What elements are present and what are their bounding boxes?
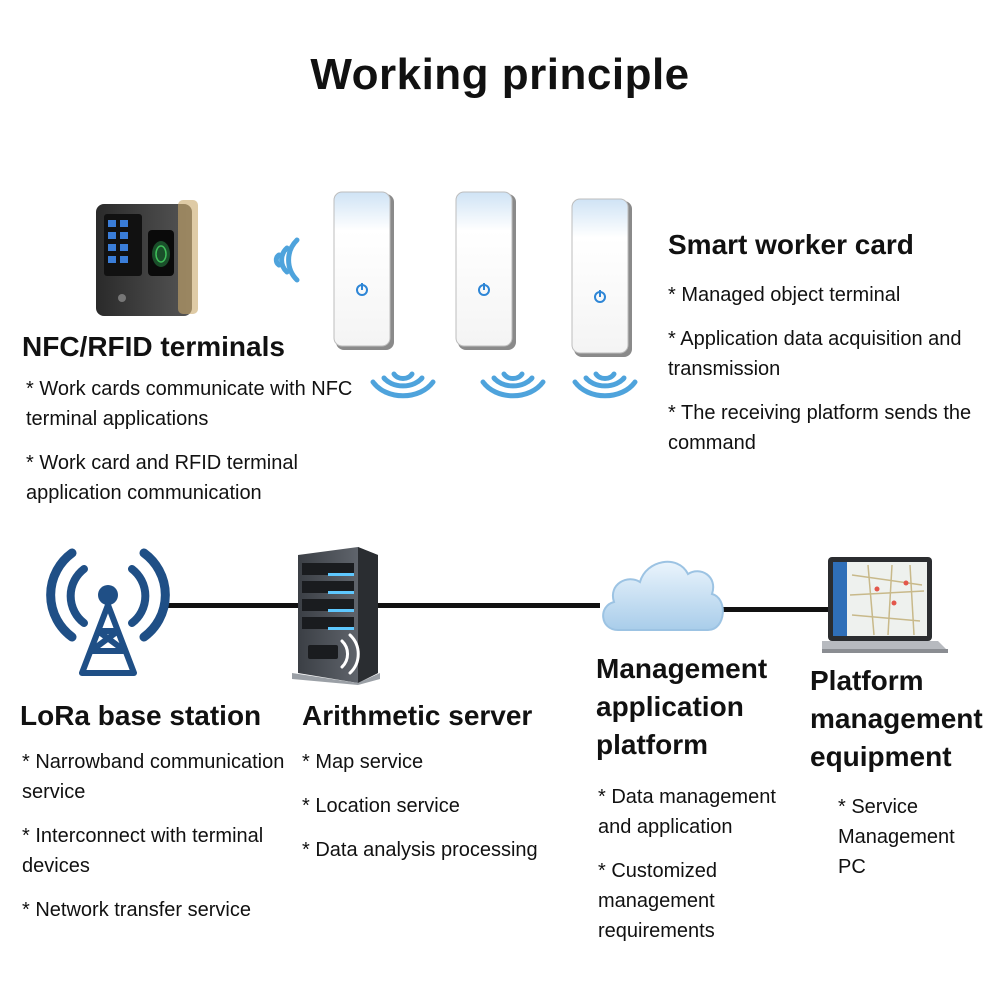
connector-line bbox=[722, 607, 830, 612]
lora-section: LoRa base station * Narrowband communica… bbox=[20, 697, 320, 939]
nfc-heading: NFC/RFID terminals bbox=[22, 331, 285, 362]
wireless-signal-icon bbox=[478, 362, 548, 412]
management-equipment-bullet: * Service Management PC bbox=[838, 796, 955, 878]
wireless-signal-icon bbox=[255, 230, 315, 290]
server-icon bbox=[288, 545, 383, 685]
lora-tower-icon bbox=[44, 545, 172, 680]
server-bullet: * Map service bbox=[302, 751, 424, 773]
wireless-signal-icon bbox=[368, 362, 438, 412]
smart-card-bullet: * The receiving platform sends the comma… bbox=[668, 402, 972, 454]
server-heading: Arithmetic server bbox=[302, 700, 533, 731]
nfc-terminals-section: NFC/RFID terminals * Work cards communic… bbox=[22, 328, 362, 522]
smart-card-icon bbox=[452, 190, 522, 355]
lora-bullet: * Interconnect with terminal devices bbox=[22, 825, 264, 877]
smart-card-section: Smart worker card * Managed object termi… bbox=[668, 226, 988, 472]
connector-line bbox=[168, 603, 298, 608]
connector-line bbox=[378, 603, 600, 608]
smart-card-heading: Smart worker card bbox=[668, 229, 914, 260]
smart-card-bullet: * Managed object terminal bbox=[668, 284, 901, 306]
smart-card-icon bbox=[568, 197, 638, 362]
server-bullet: * Location service bbox=[302, 795, 460, 817]
page-title: Working principle bbox=[310, 50, 690, 99]
management-platform-heading: Management application platform bbox=[596, 653, 768, 760]
smart-card-icon bbox=[330, 190, 400, 355]
server-bullet: * Data analysis processing bbox=[302, 839, 538, 861]
nfc-bullet: * Work card and RFID terminal applicatio… bbox=[26, 452, 298, 504]
management-platform-bullet: * Data management and application bbox=[598, 786, 776, 838]
lora-bullet: * Network transfer service bbox=[22, 899, 251, 921]
lora-heading: LoRa base station bbox=[20, 700, 262, 731]
management-platform-section: Management application platform * Data m… bbox=[596, 650, 796, 960]
lora-bullet: * Narrowband communication service bbox=[22, 751, 285, 803]
management-equipment-heading: Platform management equipment bbox=[810, 665, 983, 772]
wireless-signal-icon bbox=[570, 362, 640, 412]
server-section: Arithmetic server * Map service * Locati… bbox=[302, 697, 592, 879]
nfc-bullet: * Work cards communicate with NFC termin… bbox=[26, 378, 353, 430]
nfc-terminal-icon bbox=[92, 190, 202, 320]
laptop-icon bbox=[822, 555, 952, 655]
management-equipment-section: Platform management equipment * Service … bbox=[810, 662, 995, 896]
cloud-icon bbox=[596, 548, 728, 638]
management-platform-bullet: * Customized management requirements bbox=[598, 860, 717, 942]
smart-card-bullet: * Application data acquisition and trans… bbox=[668, 328, 962, 380]
